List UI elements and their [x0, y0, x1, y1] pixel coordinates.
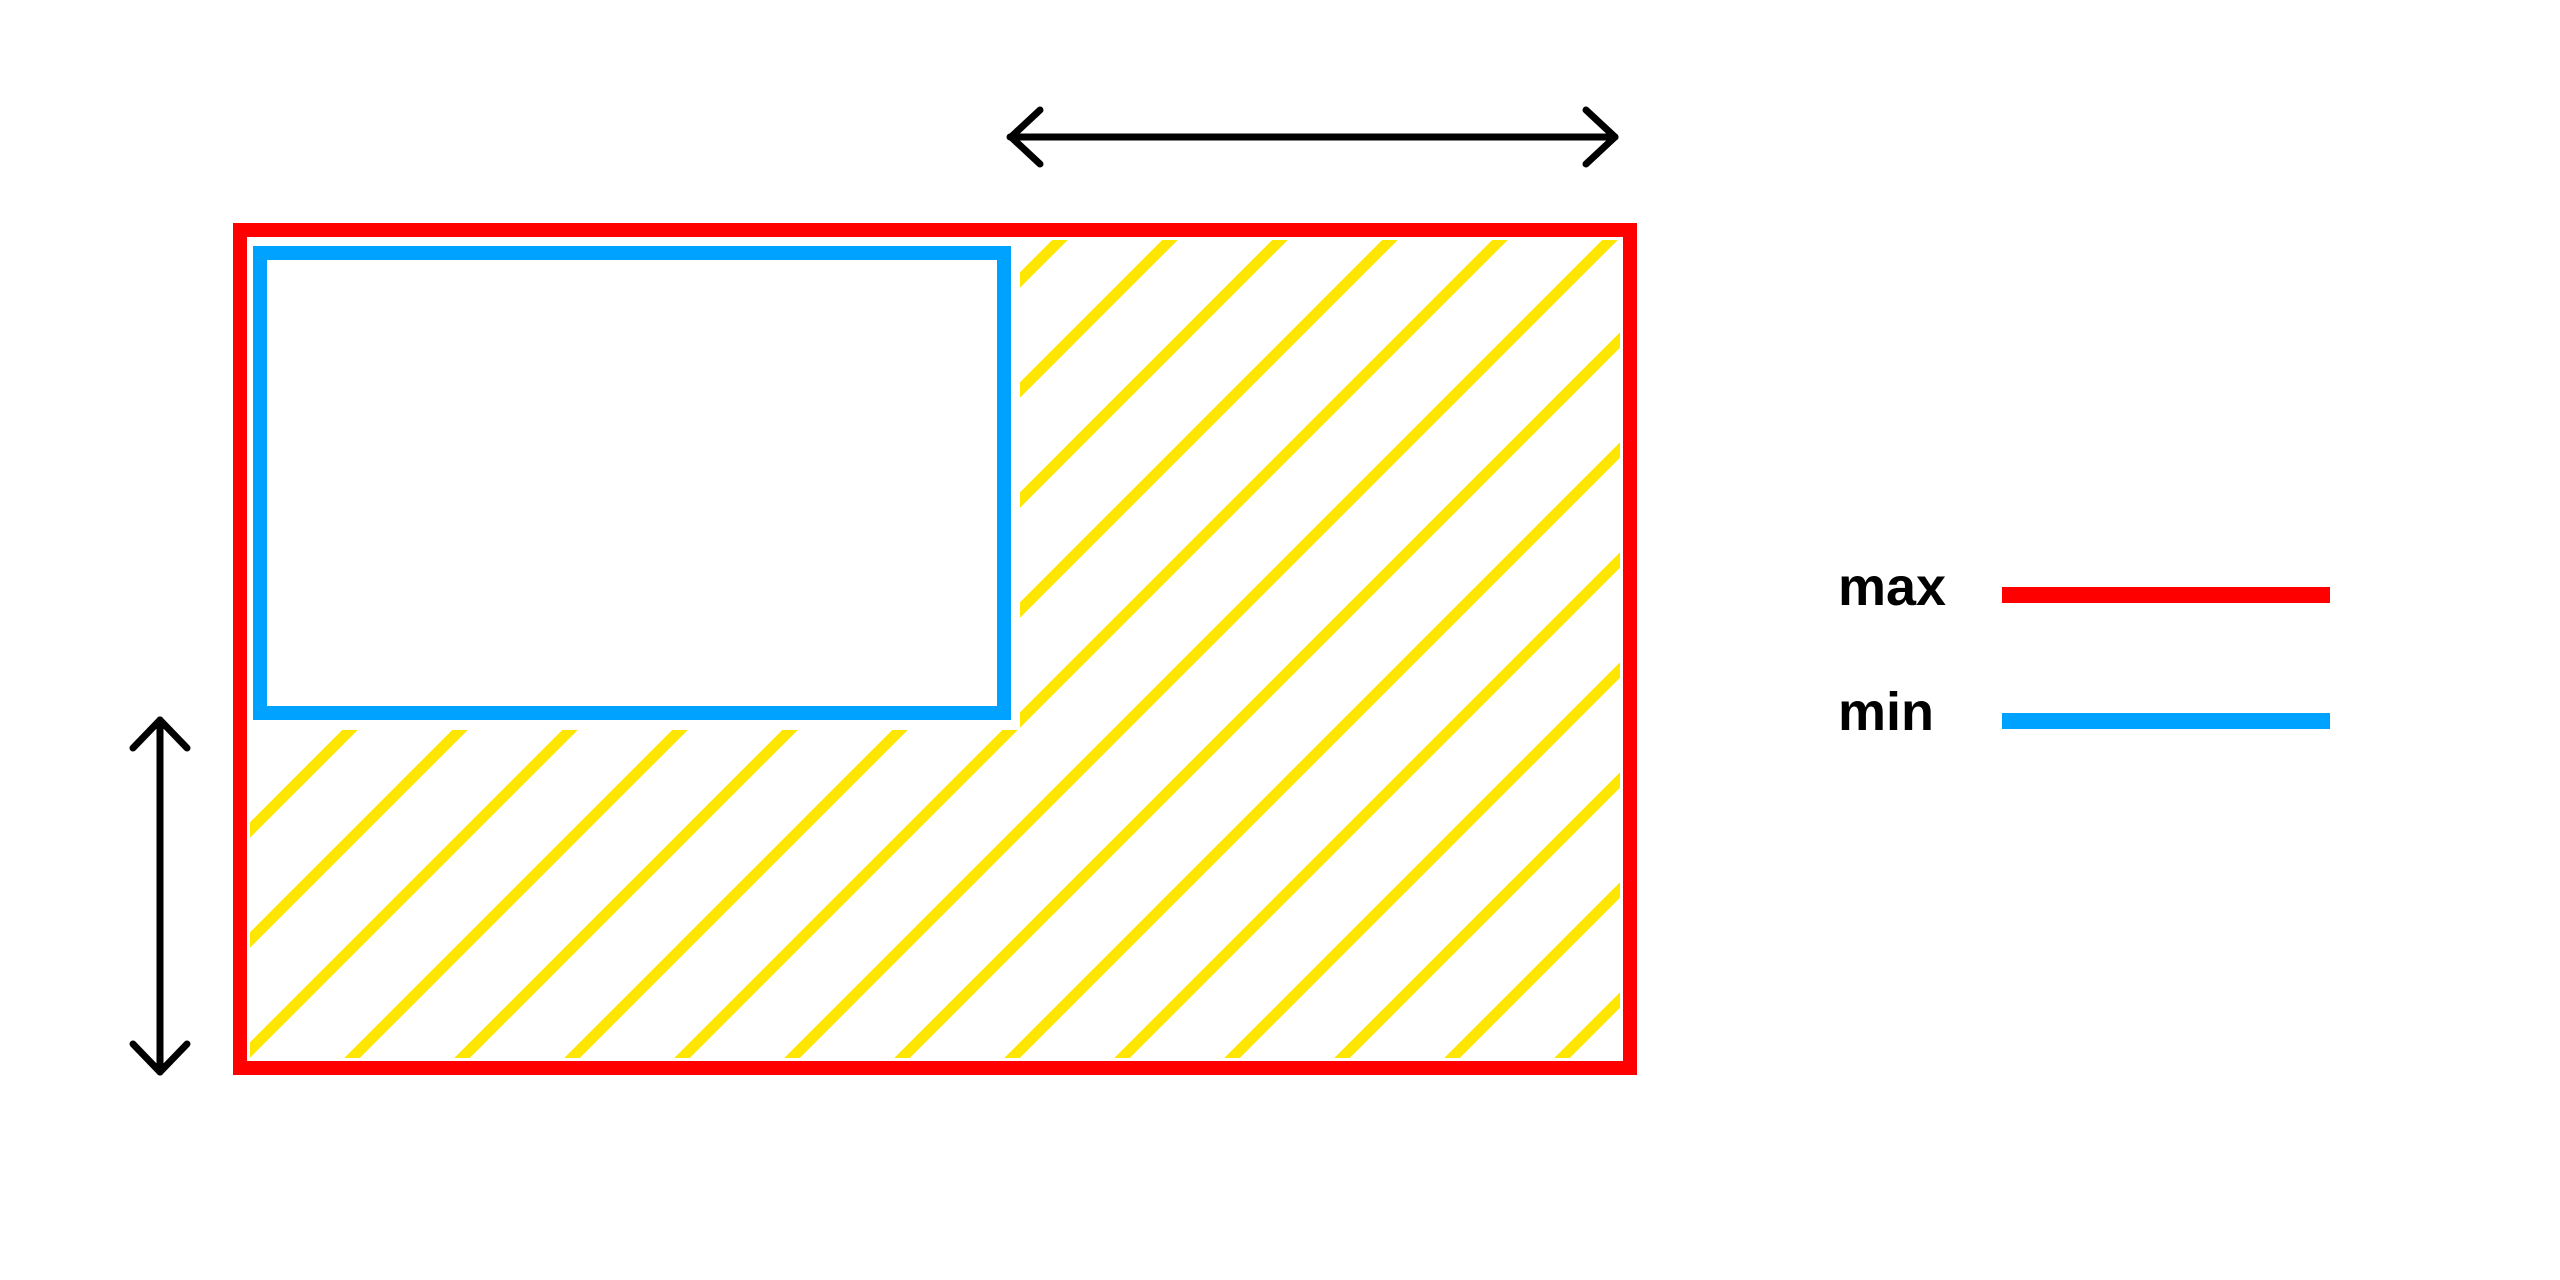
hatch-line	[1554, 992, 1620, 1058]
legend: max min	[1838, 557, 2330, 742]
hatch-line	[0, 0, 200, 1200]
min-rectangle	[253, 246, 1011, 720]
hatch-line	[674, 240, 1508, 1058]
hatch-line	[784, 240, 1618, 1058]
hatch-line	[1444, 882, 1620, 1058]
hatch-line	[894, 332, 1620, 1058]
legend-max-label: max	[1838, 557, 1946, 617]
legend-item-max: max	[1838, 557, 2330, 617]
hatch-line	[1114, 552, 1620, 1058]
hatch-line	[564, 240, 1398, 1058]
hatch-line	[1224, 662, 1620, 1058]
legend-min-label: min	[1838, 682, 1934, 742]
min-area-fill	[250, 240, 1020, 730]
hatch-line	[1334, 772, 1620, 1058]
hatch-line	[1004, 442, 1620, 1058]
horizontal-double-arrow-icon	[1006, 106, 1619, 168]
vertical-double-arrow-icon	[129, 716, 191, 1076]
max-rectangle	[233, 223, 1637, 1075]
legend-item-min: min	[1838, 682, 2330, 742]
